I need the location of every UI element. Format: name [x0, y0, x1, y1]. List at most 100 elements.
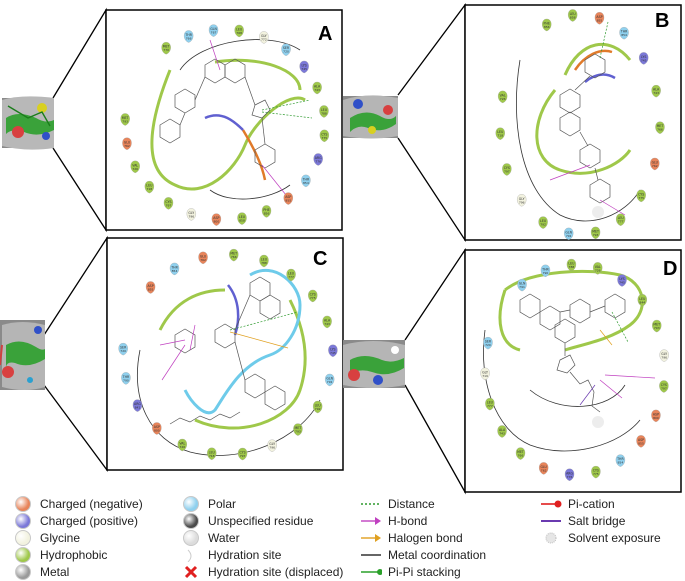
- legend-item: Pi-Pi stacking: [360, 564, 461, 580]
- residue-node-shape: [655, 121, 665, 134]
- panel-a-positive-contour: [204, 114, 244, 131]
- residue-node-shape: [564, 468, 575, 481]
- residue-code: ALA: [653, 88, 660, 92]
- residue-code: GLU: [652, 161, 659, 165]
- panel-d-interaction-lines: [579, 311, 656, 406]
- residue-number: 745: [330, 351, 336, 355]
- legend-item: Solvent exposure: [540, 530, 661, 546]
- legend-item: Charged (positive): [12, 513, 138, 529]
- legend-item: Charged (negative): [12, 496, 143, 512]
- panel-b-hydrophobic-contour: [535, 89, 632, 175]
- residue-node-shape: [480, 367, 490, 380]
- panel-b-charged-contour: [573, 49, 613, 71]
- residue-number: 726: [132, 167, 138, 171]
- residue-node-shape: [593, 262, 603, 275]
- legend-item: Metal: [12, 564, 69, 580]
- residue-number: 855: [597, 18, 603, 22]
- legend-label: H-bond: [388, 514, 428, 528]
- legend: Charged (negative)Charged (positive)Glyc…: [0, 496, 685, 581]
- residue-code: LEU: [146, 184, 153, 188]
- residue-node-shape: [259, 254, 269, 268]
- legend-label: Water: [208, 531, 240, 545]
- legend-symbol: [180, 565, 202, 579]
- residue-code: LYS: [302, 63, 307, 67]
- residue-code: SER: [485, 340, 492, 344]
- residue-code: SER: [120, 346, 127, 350]
- legend-symbol: [12, 530, 34, 546]
- residue-node-shape: [485, 397, 495, 411]
- panel-b-zoom-lines: [397, 3, 466, 243]
- residue-code: THR: [620, 30, 628, 34]
- residue-number: 796: [519, 200, 525, 204]
- residue-code: LEU: [497, 130, 504, 134]
- residue-node-shape: [267, 439, 277, 452]
- residue-number: 720: [485, 343, 491, 347]
- residue-number: 766: [657, 128, 663, 132]
- residue-node-shape: [183, 30, 194, 43]
- residue-number: 776: [567, 475, 573, 479]
- legend-symbol: [12, 564, 34, 580]
- residue-code: MET: [295, 426, 302, 430]
- residue-code: GLU: [540, 465, 547, 469]
- panel-c: C: [0, 235, 344, 472]
- panel-c-hydrophobic-contour: [194, 299, 307, 430]
- panel-b-ligand-structure: [559, 53, 611, 204]
- residue-node-shape: [319, 105, 329, 118]
- residue-number: 792: [540, 223, 546, 227]
- legend-item: Water: [180, 530, 240, 546]
- residue-number: 791: [566, 234, 572, 238]
- residue-node-shape: [186, 208, 196, 221]
- residue-code: GLU: [200, 254, 207, 258]
- residue-node-shape: [659, 349, 669, 362]
- residue-number: 775: [321, 136, 327, 140]
- panel-d-zoom-lines: [404, 247, 466, 495]
- legend-label: Hydrophobic: [40, 548, 108, 562]
- residue-node-shape: [286, 268, 296, 282]
- panel-b-backbone: [516, 59, 641, 222]
- panel-d-hydrophobic-contour: [504, 269, 644, 352]
- residue-number: 844: [639, 300, 645, 304]
- residue-node-shape: [132, 399, 143, 412]
- panel-c-backbone: [137, 349, 321, 456]
- residue-node-shape: [538, 216, 548, 229]
- legend-label: Hydration site (displaced): [208, 565, 344, 579]
- residue-node-shape: [517, 278, 527, 292]
- residue-code: CYS: [661, 383, 667, 387]
- residue-node-shape: [161, 42, 171, 55]
- legend-item: Hydration site: [180, 547, 281, 563]
- figure-canvas: A: [0, 3, 682, 495]
- residue-number: 790: [543, 271, 549, 275]
- residue-number: 720: [283, 50, 289, 54]
- residue-code: GLY: [519, 197, 525, 201]
- residue-node-shape: [237, 212, 247, 225]
- residue-code: ASP: [285, 195, 291, 199]
- residue-code: GLN: [210, 27, 217, 31]
- residue-number: 777: [487, 404, 493, 408]
- residue-number: 743: [314, 88, 320, 92]
- residue-number: 797: [166, 203, 172, 207]
- residue-number: 726: [595, 268, 601, 272]
- residue-number: 718: [209, 454, 215, 458]
- residue-code: LEU: [315, 404, 322, 408]
